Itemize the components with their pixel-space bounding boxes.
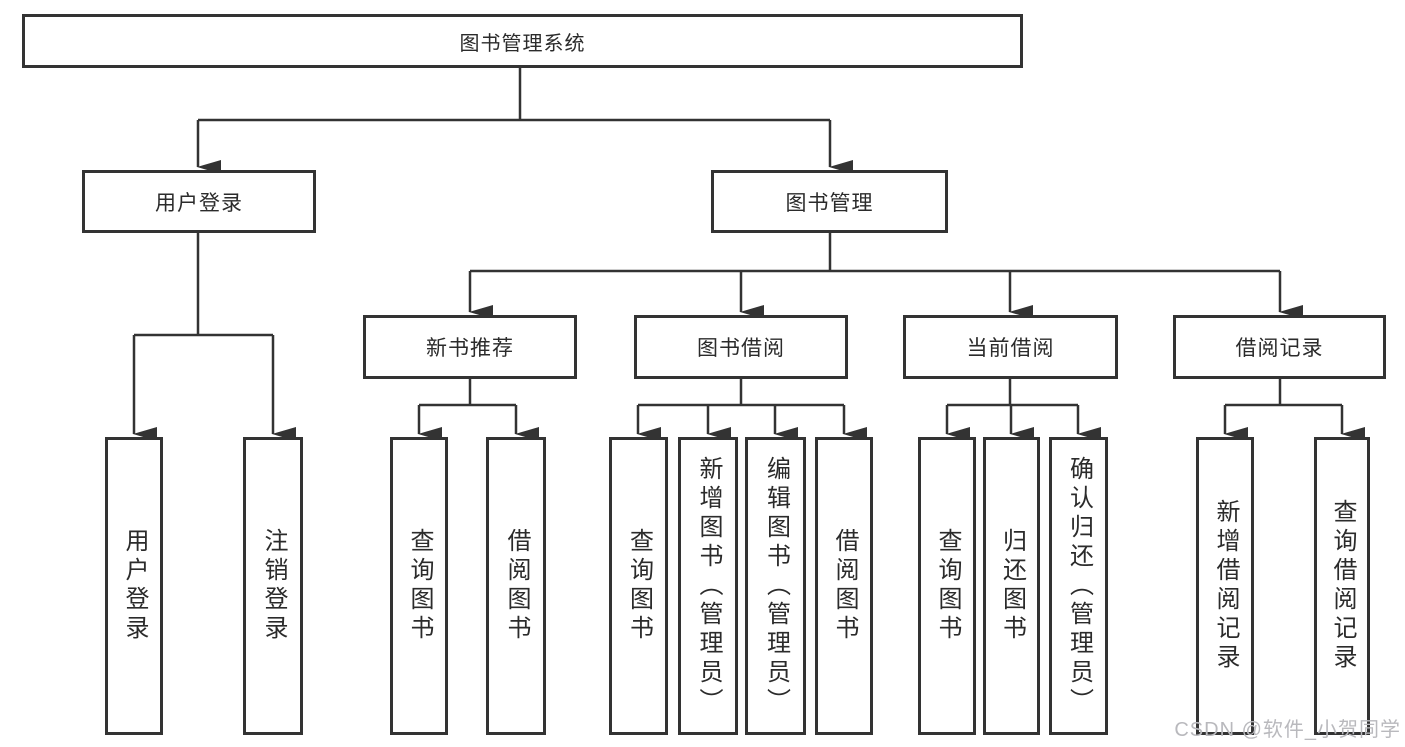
- node-leaf-return-books: 归还图书: [983, 437, 1040, 735]
- node-library-management-system: 图书管理系统: [22, 14, 1023, 68]
- node-leaf-edit-book-admin: 编辑图书（管理员）: [745, 437, 806, 735]
- node-leaf-add-book-admin: 新增图书（管理员）: [678, 437, 738, 735]
- node-leaf-query-books-current: 查询图书: [918, 437, 976, 735]
- node-leaf-query-borrow-record: 查询借阅记录: [1314, 437, 1370, 735]
- node-leaf-logout: 注销登录: [243, 437, 303, 735]
- node-leaf-borrow-books: 借阅图书: [815, 437, 873, 735]
- node-user-login: 用户登录: [82, 170, 316, 233]
- node-leaf-query-books-rec: 查询图书: [390, 437, 448, 735]
- node-leaf-confirm-return-admin: 确认归还（管理员）: [1049, 437, 1108, 735]
- node-borrowing-records: 借阅记录: [1173, 315, 1386, 379]
- csdn-watermark: CSDN @软件_小贺同学: [1174, 719, 1401, 741]
- node-leaf-add-borrow-record: 新增借阅记录: [1196, 437, 1254, 735]
- node-leaf-user-login: 用户登录: [105, 437, 163, 735]
- node-leaf-query-books-borrow: 查询图书: [609, 437, 668, 735]
- node-book-management: 图书管理: [711, 170, 948, 233]
- node-book-borrowing: 图书借阅: [634, 315, 848, 379]
- node-current-borrowing: 当前借阅: [903, 315, 1118, 379]
- node-new-book-recommendation: 新书推荐: [363, 315, 577, 379]
- node-leaf-borrow-books-rec: 借阅图书: [486, 437, 546, 735]
